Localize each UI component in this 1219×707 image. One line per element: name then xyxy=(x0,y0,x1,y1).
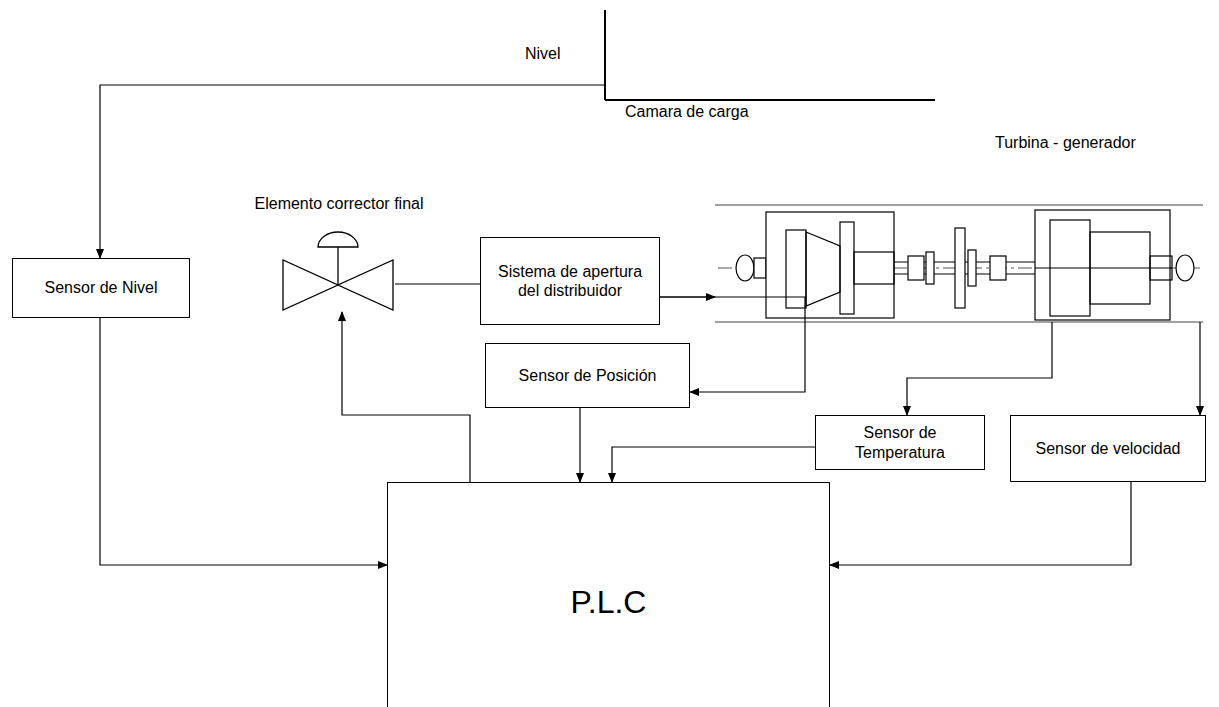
connector xyxy=(100,85,605,258)
connector xyxy=(1199,322,1200,415)
sensor-box: Sensor de Nivel xyxy=(12,258,190,318)
node-label: Camara de carga xyxy=(625,102,749,121)
node-label: Elemento corrector final xyxy=(223,194,455,213)
connector xyxy=(395,283,480,284)
valve: Elemento corrector final xyxy=(283,228,395,312)
plc-box: P.L.C xyxy=(387,482,830,707)
node-label: Turbina - generador xyxy=(995,133,1136,152)
node-label: Sensor de Temperatura xyxy=(824,423,976,461)
turbine-generator xyxy=(715,205,1203,322)
connector xyxy=(830,482,1131,565)
node-label: Sistema de apertura del distribuidor xyxy=(489,262,651,300)
sensor-box: Sensor de Temperatura xyxy=(815,415,985,470)
connector xyxy=(612,447,815,482)
turbine-generator: Turbina - generador xyxy=(715,195,1205,322)
connector xyxy=(579,408,580,482)
connector xyxy=(342,312,470,482)
connector xyxy=(100,318,387,565)
node-label: Sensor de velocidad xyxy=(1036,439,1181,458)
valve-symbol xyxy=(283,232,393,310)
process-box: Sistema de apertura del distribuidor xyxy=(480,237,660,325)
node-label: Sensor de Posición xyxy=(519,366,657,385)
node-label: Nivel xyxy=(525,44,561,63)
chamber-wall xyxy=(605,10,935,100)
node-label: Sensor de Nivel xyxy=(45,278,158,297)
connector xyxy=(907,322,1052,415)
load-chamber: NivelCamara de carga xyxy=(605,10,935,125)
sensor-box: Sensor de velocidad xyxy=(1010,415,1206,482)
node-label: P.L.C xyxy=(571,583,647,621)
sensor-box: Sensor de Posición xyxy=(485,343,690,408)
